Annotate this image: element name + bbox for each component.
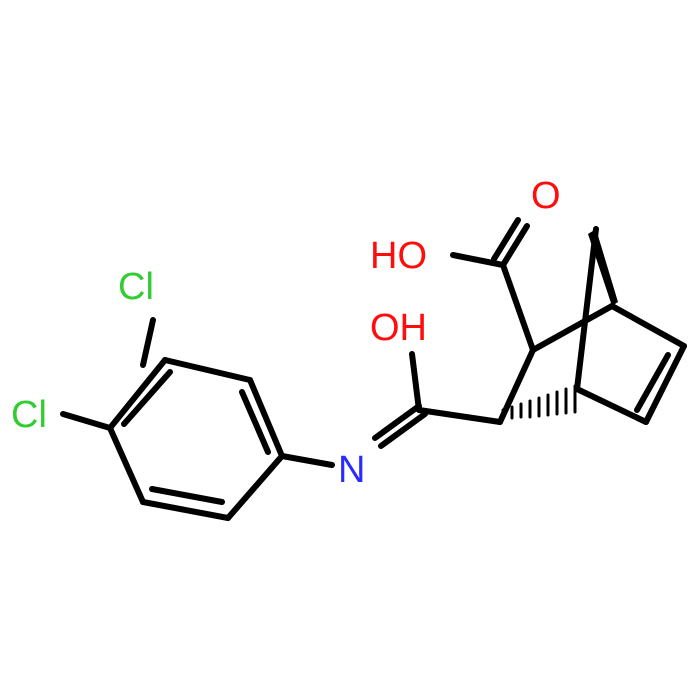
bond-cooh-oh — [450, 252, 506, 268]
bond-ring-3-inner — [239, 389, 271, 455]
wedge-bond-bridge — [588, 229, 618, 306]
hash-bond — [501, 384, 577, 420]
bond-c3-cooh — [500, 262, 536, 353]
bond-bridgehead-ch — [609, 303, 687, 349]
bond-ch-ch — [643, 343, 687, 425]
bond-c3-bridgehead — [530, 303, 615, 353]
bond-c2-c3 — [497, 347, 536, 425]
atom-cl-left: Cl — [11, 394, 47, 436]
bond-ring-2 — [162, 357, 253, 383]
bond-n-c — [372, 403, 422, 441]
bond-ring-3 — [247, 377, 285, 459]
bond-ring-5-inner — [149, 486, 225, 505]
atom-n: N — [338, 449, 365, 491]
atom-ho-acid: HO — [370, 235, 427, 277]
bond-ring-6 — [107, 425, 146, 505]
bond-cl-left — [60, 411, 113, 431]
bond-n-c-double — [378, 411, 428, 449]
bond-c-ch — [416, 407, 503, 425]
atom-labels: Cl Cl N OH HO O — [11, 175, 561, 491]
atom-oh-imidic: OH — [370, 307, 427, 349]
bond-ring-5 — [140, 499, 231, 521]
bond-aryl-n — [279, 453, 335, 468]
bond-cooh-o1 — [500, 223, 530, 268]
bond-ring-1b-inner — [121, 369, 173, 427]
atom-o-carbonyl: O — [531, 175, 561, 217]
bond-ch-bridgehead2 — [574, 386, 649, 425]
bond-ring-1 — [140, 317, 156, 368]
bond-bridge-left — [574, 226, 599, 392]
bond-ch-ch-inner — [634, 352, 671, 413]
bond-c-oh — [409, 351, 422, 413]
bond-ring-1b — [107, 357, 168, 431]
bond-ring-4 — [225, 453, 285, 521]
atom-cl-top: Cl — [118, 266, 154, 308]
bond-group — [60, 217, 687, 521]
bond-cooh-o2 — [491, 217, 521, 262]
